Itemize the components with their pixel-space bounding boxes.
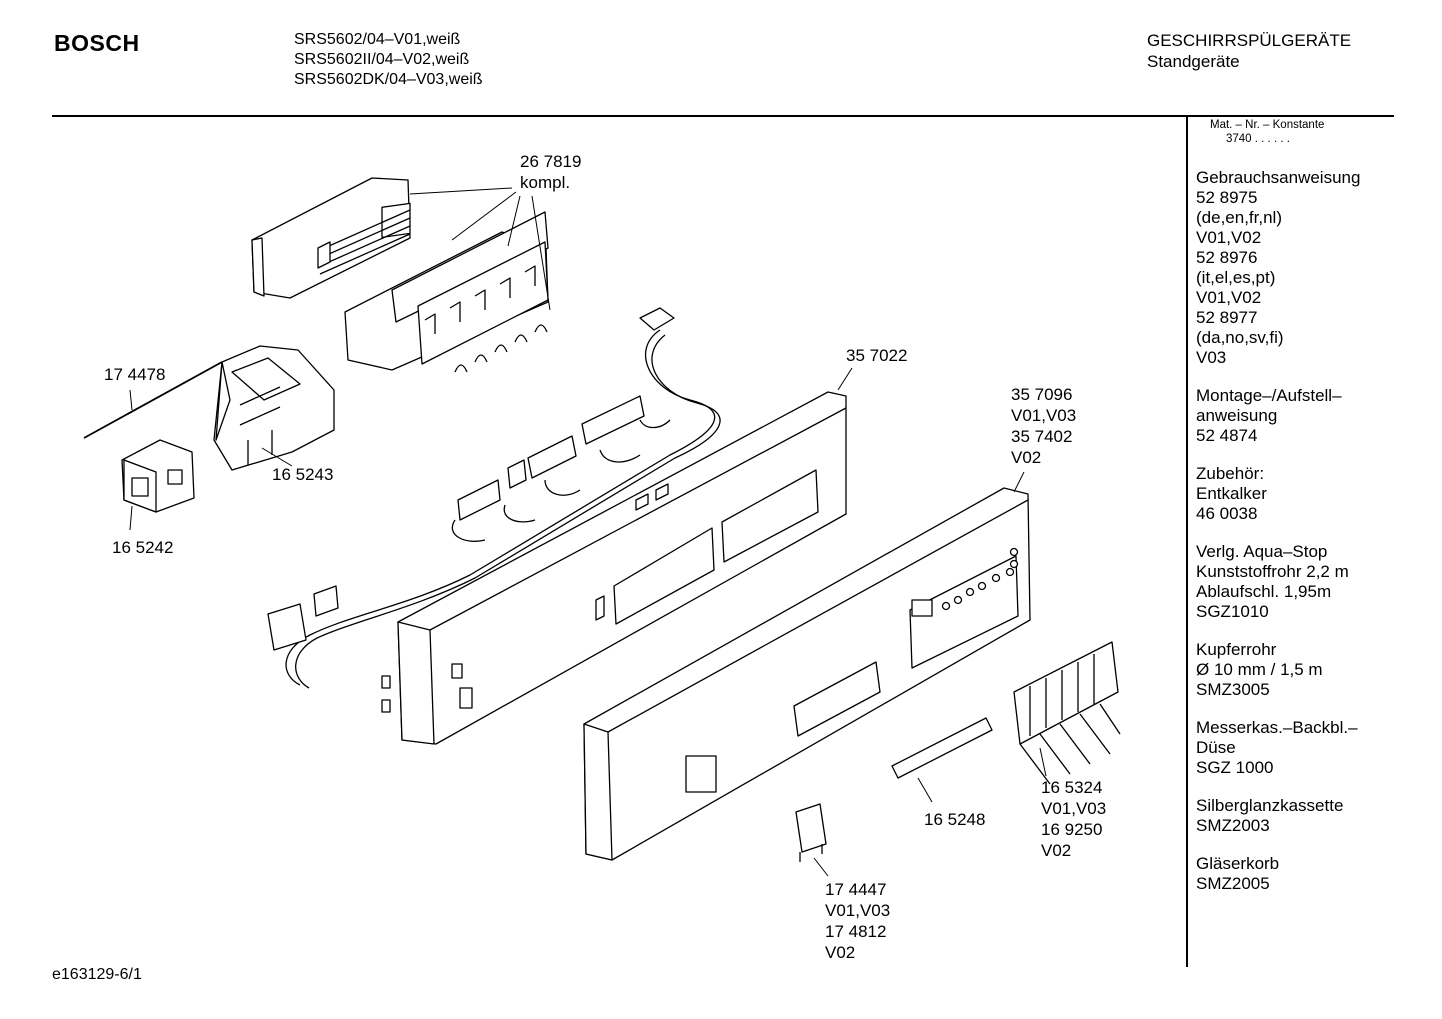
sidebar-line: Düse bbox=[1196, 738, 1236, 757]
drawing-id: e163129-6/1 bbox=[52, 966, 142, 983]
switch-part bbox=[121, 439, 195, 513]
category-subtitle: Standgeräte bbox=[1147, 52, 1240, 71]
callout-line: 17 4447 bbox=[825, 880, 886, 899]
model-line: SRS5602/04–V01,weiß bbox=[294, 31, 461, 48]
sidebar-line: Messerkas.–Backbl.– bbox=[1196, 718, 1358, 737]
sidebar-line: SMZ3005 bbox=[1196, 680, 1270, 699]
cover-strip-part bbox=[891, 717, 993, 779]
sidebar-line: (it,el,es,pt) bbox=[1196, 268, 1276, 287]
sidebar-line: SGZ1010 bbox=[1196, 602, 1269, 621]
callout-line: 16 5242 bbox=[112, 538, 173, 557]
sidebar-line: Kupferrohr bbox=[1196, 640, 1277, 659]
control-panel-part bbox=[381, 391, 847, 745]
control-module-part bbox=[251, 177, 549, 373]
sidebar-line: 52 8977 bbox=[1196, 308, 1258, 327]
sidebar-line: V03 bbox=[1196, 348, 1227, 367]
sidebar-line: 52 8975 bbox=[1196, 188, 1258, 207]
sidebar-line: SGZ 1000 bbox=[1196, 758, 1274, 777]
callout-label: 16 5243 bbox=[272, 465, 333, 484]
latch-part bbox=[795, 803, 827, 862]
brand-logo: BOSCH bbox=[54, 30, 140, 56]
sidebar-line: 46 0038 bbox=[1196, 504, 1258, 523]
model-list: SRS5602/04–V01,weiß SRS5602II/04–V02,wei… bbox=[294, 30, 483, 90]
callout-line: V01,V03 bbox=[1041, 799, 1106, 818]
callout-line: kompl. bbox=[520, 173, 570, 192]
sidebar-line: Kunststoffrohr 2,2 m bbox=[1196, 562, 1349, 581]
konstante-label: Mat. – Nr. – Konstante bbox=[1210, 119, 1325, 131]
sidebar-line: (de,en,fr,nl) bbox=[1196, 208, 1282, 227]
callout-line: V01,V03 bbox=[1011, 406, 1076, 425]
callout-line: 16 5243 bbox=[272, 465, 333, 484]
switch-housing-part bbox=[213, 345, 335, 471]
callout-line: 16 5324 bbox=[1041, 778, 1102, 797]
callout-label: 16 5242 bbox=[112, 538, 173, 557]
sidebar-line: V01,V02 bbox=[1196, 228, 1262, 247]
callout-line: 35 7022 bbox=[846, 346, 907, 365]
callout-label: 16 5248 bbox=[924, 810, 985, 829]
sidebar-line: Entkalker bbox=[1196, 484, 1267, 503]
push-buttons-part bbox=[1013, 641, 1121, 785]
sidebar-line: Gebrauchsanweisung bbox=[1196, 168, 1361, 187]
callout-line: 16 9250 bbox=[1041, 820, 1102, 839]
sidebar-line: SMZ2005 bbox=[1196, 874, 1270, 893]
konstante-value: 3740 . . . . . . bbox=[1226, 133, 1290, 145]
fascia-panel-part bbox=[583, 487, 1031, 861]
accessory-sidebar: Mat. – Nr. – Konstante 3740 . . . . . . … bbox=[1196, 118, 1396, 894]
callout-line: V02 bbox=[1011, 448, 1041, 467]
callout-line: 17 4812 bbox=[825, 922, 886, 941]
sidebar-line: Montage–/Aufstell– bbox=[1196, 386, 1342, 405]
callout-label: 35 7022 bbox=[846, 346, 907, 365]
sidebar-line: Verlg. Aqua–Stop bbox=[1196, 542, 1328, 561]
model-line: SRS5602DK/04–V03,weiß bbox=[294, 71, 483, 88]
callout-line: 16 5248 bbox=[924, 810, 985, 829]
category-block: GESCHIRRSPÜLGERÄTE Standgeräte bbox=[1147, 30, 1351, 72]
callout-line: V02 bbox=[825, 943, 855, 962]
callout-line: V01,V03 bbox=[825, 901, 890, 920]
sidebar-line: 52 4874 bbox=[1196, 426, 1258, 445]
callout-line: 17 4478 bbox=[104, 365, 165, 384]
leader-lines bbox=[129, 187, 1047, 877]
callout-label: 26 7819 kompl. bbox=[520, 152, 581, 192]
callout-line: 26 7819 bbox=[520, 152, 581, 171]
sidebar-line: SMZ2003 bbox=[1196, 816, 1270, 835]
cable-harness-part bbox=[267, 307, 721, 689]
sidebar-line: 52 8976 bbox=[1196, 248, 1258, 267]
rod-part bbox=[83, 361, 223, 439]
sidebar-line: Zubehör: bbox=[1196, 464, 1265, 483]
category-title: GESCHIRRSPÜLGERÄTE bbox=[1147, 31, 1352, 50]
sidebar-line: anweisung bbox=[1196, 406, 1278, 425]
callout-line: 35 7096 bbox=[1011, 385, 1072, 404]
callout-line: 35 7402 bbox=[1011, 427, 1072, 446]
sidebar-divider bbox=[1186, 117, 1188, 967]
callout-label: 17 4478 bbox=[104, 365, 165, 384]
sidebar-line: Ablaufschl. 1,95m bbox=[1196, 582, 1332, 601]
sidebar-line: Gläserkorb bbox=[1196, 854, 1280, 873]
header-divider bbox=[52, 115, 1394, 117]
callout-line: V02 bbox=[1041, 841, 1071, 860]
sidebar-line: (da,no,sv,fi) bbox=[1196, 328, 1284, 347]
sidebar-line: V01,V02 bbox=[1196, 288, 1262, 307]
sidebar-line: Ø 10 mm / 1,5 m bbox=[1196, 660, 1323, 679]
sidebar-line: Silberglanzkassette bbox=[1196, 796, 1344, 815]
model-line: SRS5602II/04–V02,weiß bbox=[294, 51, 470, 68]
